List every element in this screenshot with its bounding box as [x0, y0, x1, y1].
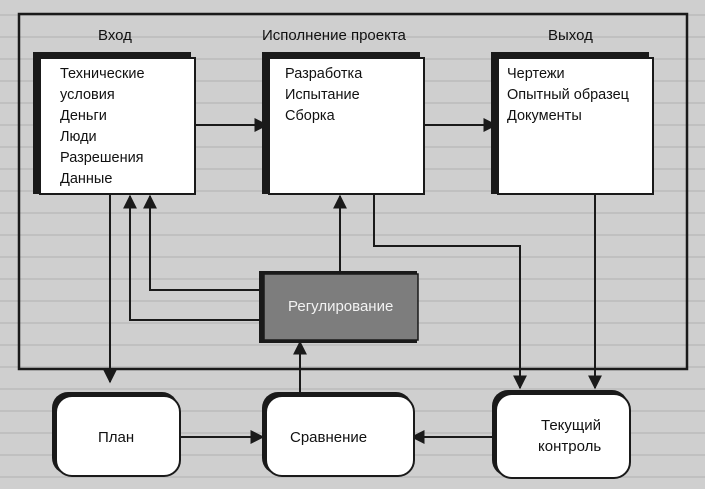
- input-item: Деньги: [60, 108, 107, 124]
- plan-box: [55, 395, 181, 477]
- monitor-label: Текущий контроль: [538, 415, 601, 457]
- arrow-regulation-to-input-b: [123, 194, 264, 321]
- output-item: Чертежи: [507, 66, 565, 82]
- regulation-box: [263, 273, 419, 341]
- output-box-text: Чертежи Опытный образец Документы: [507, 64, 629, 127]
- input-item: Технические: [60, 66, 145, 82]
- monitor-line: контроль: [538, 438, 602, 455]
- execution-box-text: Разработка Испытание Сборка: [285, 64, 362, 127]
- compare-label: Сравнение: [290, 429, 368, 446]
- input-item: Люди: [60, 129, 97, 145]
- input-item: Данные: [60, 171, 113, 187]
- compare-box: [265, 395, 415, 477]
- output-item: Опытный образец: [507, 87, 629, 103]
- execution-item: Испытание: [285, 87, 360, 103]
- header-output: Выход: [548, 27, 593, 44]
- outer-frame: [17, 12, 689, 371]
- plan-label: План: [98, 429, 135, 446]
- header-input: Вход: [98, 27, 132, 44]
- input-box-text: Технические условия Деньги Люди Разрешен…: [60, 64, 145, 190]
- regulation-label: Регулирование: [288, 298, 394, 315]
- arrow-regulation-to-input-a: [143, 194, 264, 291]
- output-box: [497, 57, 654, 195]
- execution-item: Сборка: [285, 108, 335, 124]
- header-execution: Исполнение проекта: [262, 27, 406, 44]
- input-box: [39, 57, 196, 195]
- monitor-box: [495, 393, 631, 479]
- output-item: Документы: [507, 108, 582, 124]
- execution-item: Разработка: [285, 66, 363, 82]
- monitor-line: Текущий: [541, 417, 601, 434]
- execution-box: [268, 57, 425, 195]
- input-item: условия: [60, 87, 115, 103]
- input-item: Разрешения: [60, 150, 144, 166]
- arrow-execution-to-monitor: [373, 194, 527, 390]
